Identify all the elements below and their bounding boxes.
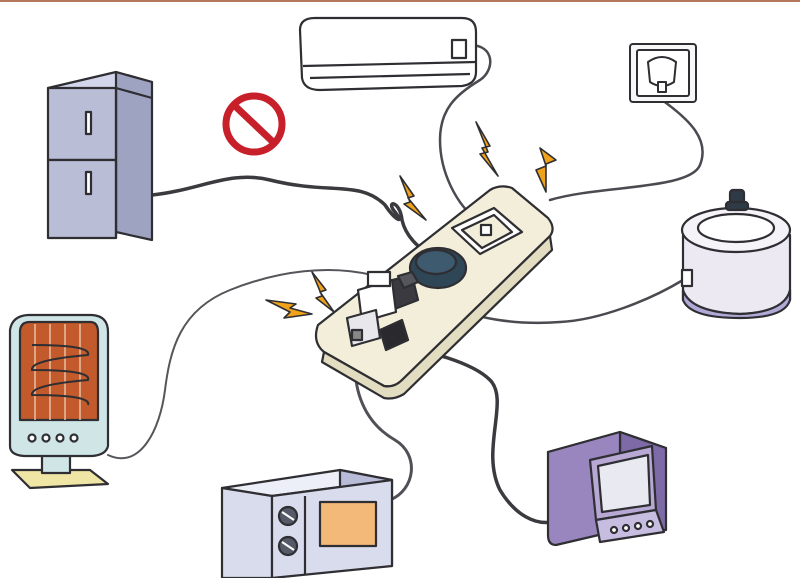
wall-socket-icon [629, 43, 697, 103]
prohibition-sign-icon [222, 92, 286, 156]
electric-sparks [265, 121, 557, 319]
spark-icon [475, 121, 499, 177]
space-heater-icon [8, 313, 110, 490]
ac-cord [438, 43, 492, 224]
spark-icon [265, 299, 313, 319]
air-conditioner-icon [298, 16, 478, 92]
rice-cooker-icon [680, 188, 792, 320]
spark-icon [399, 175, 427, 221]
plugged-devices-on-strip [345, 246, 468, 352]
microwave-oven-icon [220, 468, 394, 578]
power-strip-icon [314, 185, 554, 400]
crt-television-icon [546, 430, 668, 547]
fridge-cord [150, 175, 437, 262]
spark-icon [311, 271, 335, 313]
wall-socket-cord [548, 98, 704, 202]
refrigerator-icon [46, 70, 154, 242]
spark-icon [535, 147, 557, 193]
heater-cord [107, 269, 373, 460]
